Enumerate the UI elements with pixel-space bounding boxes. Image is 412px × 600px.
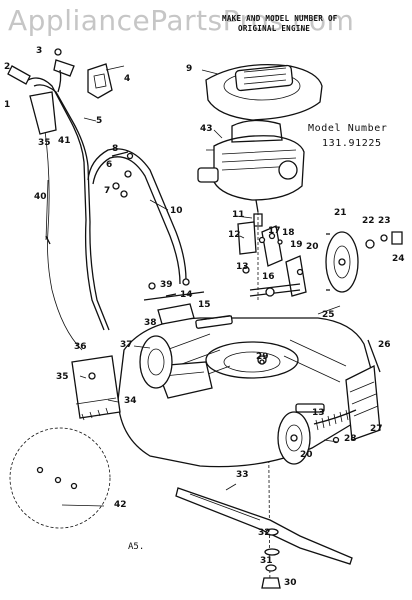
rear-wheel xyxy=(325,231,403,293)
callout-35a: 35 xyxy=(38,138,51,148)
model-number-label: Model Number xyxy=(308,123,388,134)
callout-35b: 35 xyxy=(56,372,69,382)
callout-32: 32 xyxy=(258,528,271,538)
callout-9: 9 xyxy=(186,64,193,74)
callout-22: 22 xyxy=(362,216,375,226)
callout-20b: 20 xyxy=(300,450,313,460)
engine-header-line1: MAKE AND MODEL NUMBER OF xyxy=(222,14,338,23)
callout-43: 43 xyxy=(200,124,213,134)
mower-deck xyxy=(117,315,381,468)
wheel-height-adjuster xyxy=(237,221,307,297)
callout-13a: 13 xyxy=(236,262,249,272)
callout-12: 12 xyxy=(228,230,241,240)
callout-14: 14 xyxy=(180,290,193,300)
callout-31: 31 xyxy=(260,556,273,566)
callout-39: 39 xyxy=(160,280,173,290)
callout-19: 19 xyxy=(290,240,303,250)
callout-33: 33 xyxy=(236,470,249,480)
callout-18: 18 xyxy=(282,228,295,238)
callout-13b: 13 xyxy=(312,408,325,418)
callout-7: 7 xyxy=(104,186,111,196)
callout-29: 29 xyxy=(256,352,269,362)
model-number-value: 131.91225 xyxy=(322,138,382,149)
callout-2: 2 xyxy=(4,62,11,72)
handle-assembly xyxy=(7,48,190,351)
callout-20a: 20 xyxy=(306,242,319,252)
callout-37: 37 xyxy=(120,340,133,350)
watermark-text: AppliancePartsPros.com xyxy=(8,4,355,37)
engine-assembly xyxy=(197,63,323,213)
callout-25: 25 xyxy=(322,310,335,320)
callout-3: 3 xyxy=(36,46,43,56)
callout-40: 40 xyxy=(34,192,47,202)
blade-hardware xyxy=(261,548,281,589)
callout-24: 24 xyxy=(392,254,405,264)
callout-23: 23 xyxy=(378,216,391,226)
mower-blade xyxy=(175,487,353,565)
callout-17: 17 xyxy=(268,226,281,236)
callout-38: 38 xyxy=(144,318,157,328)
callout-16: 16 xyxy=(262,272,275,282)
callout-21: 21 xyxy=(334,208,347,218)
small-hardware xyxy=(45,65,381,507)
callout-42: 42 xyxy=(114,500,127,510)
callout-1: 1 xyxy=(4,100,11,110)
callout-5: 5 xyxy=(96,116,103,126)
callout-15: 15 xyxy=(198,300,211,310)
diagram-code: A5. xyxy=(128,542,145,552)
callout-34: 34 xyxy=(124,396,137,406)
callout-28: 28 xyxy=(344,434,357,444)
discharge-deflector xyxy=(71,355,121,421)
callout-8: 8 xyxy=(112,144,119,154)
callout-6: 6 xyxy=(106,160,113,170)
callout-10: 10 xyxy=(170,206,183,216)
callout-36: 36 xyxy=(74,342,87,352)
callout-27: 27 xyxy=(370,424,383,434)
callout-4: 4 xyxy=(124,74,131,84)
hardware-pack xyxy=(9,427,111,529)
callout-26: 26 xyxy=(378,340,391,350)
callout-41: 41 xyxy=(58,136,71,146)
callout-30: 30 xyxy=(284,578,297,588)
callout-11: 11 xyxy=(232,210,245,220)
engine-header-line2: ORIGINAL ENGINE xyxy=(238,24,311,33)
